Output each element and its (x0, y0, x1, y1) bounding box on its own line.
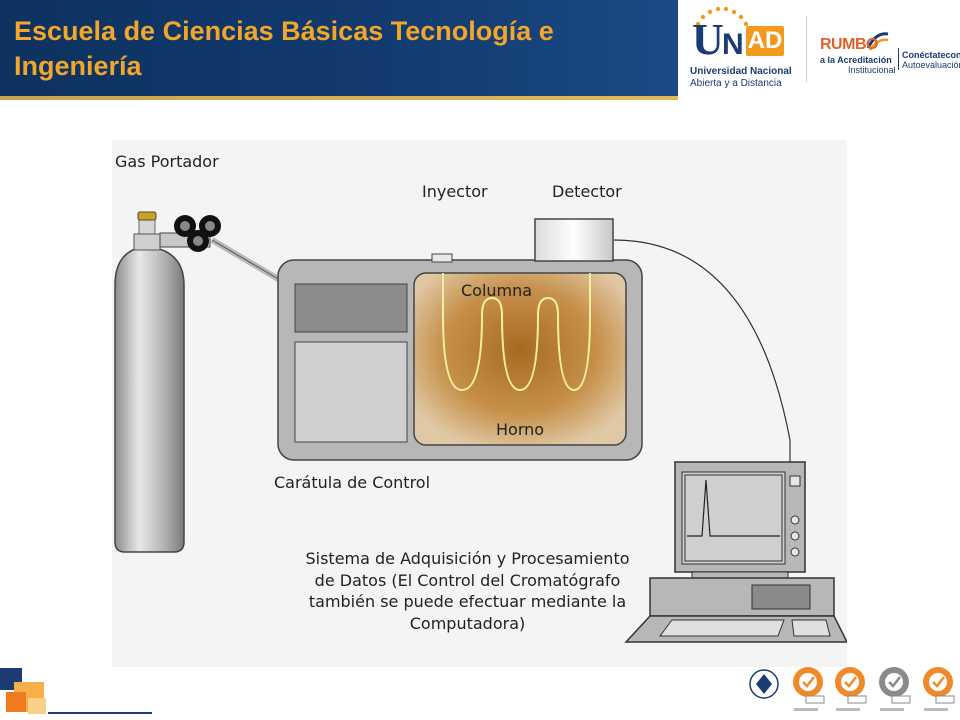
label-inyector: Inyector (422, 182, 488, 201)
unad-logo-line2: Abierta y a Distancia (690, 78, 782, 89)
unad-logo-ad: AD (746, 26, 784, 56)
injector (431, 253, 453, 263)
conectate-line1: Conéctateconla (902, 50, 960, 60)
unad-dots-icon (695, 6, 749, 27)
column-coil (442, 273, 591, 392)
header-accent-line (0, 96, 678, 100)
footer-line (48, 712, 152, 714)
oven (413, 272, 627, 446)
gas-cylinder (114, 211, 185, 553)
control-panel-upper (294, 283, 408, 333)
signal-cable (613, 239, 791, 463)
diagram-graphic (112, 140, 849, 667)
conect-divider (898, 48, 899, 70)
conectate-line2: Autoevaluación (902, 60, 960, 70)
unad-logo-u: U (692, 15, 724, 64)
detector (534, 218, 614, 262)
page-title: Escuela de Ciencias Básicas Tecnología e… (14, 16, 554, 81)
rumbo-line1: a la Acreditación (820, 55, 892, 65)
pressure-regulator (159, 215, 221, 252)
gas-line-edge (211, 239, 281, 281)
control-panel-lower (294, 341, 408, 443)
label-gas-portador: Gas Portador (115, 152, 219, 171)
label-horno: Horno (496, 420, 545, 439)
logo-divider (806, 16, 807, 82)
chromatograph-diagram: Gas Portador Inyector Detector Columna H… (112, 140, 849, 667)
header-bar: Escuela de Ciencias Básicas Tecnología e… (0, 0, 678, 98)
computer (624, 461, 849, 643)
rumbo-logo: RUMBO (820, 36, 878, 53)
diagram-caption: Sistema de Adquisición y Procesamiento d… (305, 549, 630, 633)
rumbo-line2: Institucional (848, 65, 896, 75)
label-caratula-control: Carátula de Control (274, 473, 431, 492)
rumbo-arc-icon (866, 32, 889, 51)
label-columna: Columna (461, 281, 533, 300)
label-detector: Detector (552, 182, 622, 201)
unad-logo-n: N (722, 28, 744, 61)
logo-area: U N AD Universidad Nacional Abierta y a … (678, 0, 960, 98)
unad-logo-line1: Universidad Nacional (690, 66, 792, 77)
corner-decoration (0, 668, 46, 714)
certification-logos (749, 667, 955, 711)
